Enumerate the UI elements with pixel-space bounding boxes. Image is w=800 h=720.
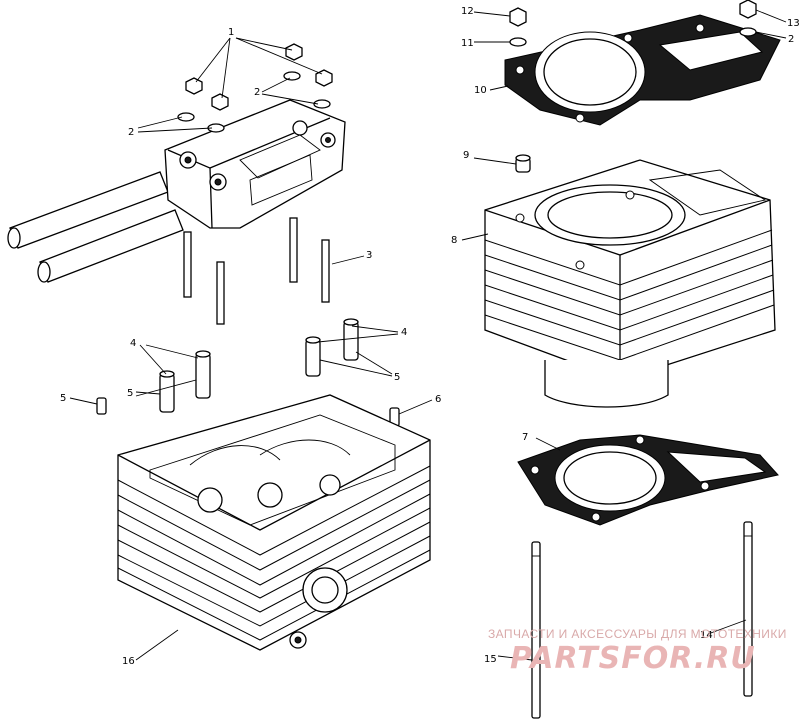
callout-2a: 2 xyxy=(128,127,134,138)
callout-1: 1 xyxy=(228,27,234,38)
watermark-caption: ЗАПЧАСТИ И АКСЕССУАРЫ ДЛЯ МОТОТЕХНИКИ xyxy=(488,627,787,641)
cylinder-head xyxy=(117,394,431,651)
callout-16: 16 xyxy=(122,656,135,667)
nuts-and-washers-rocker xyxy=(177,43,333,133)
callout-5a: 5 xyxy=(127,388,133,399)
callout-labels: 1 2 2 2 3 4 4 5 5 5 6 7 8 9 10 11 12 13 … xyxy=(60,6,800,667)
callout-2c: 2 xyxy=(788,34,794,45)
callout-2b: 2 xyxy=(254,87,260,98)
watermark-logo: PARTSFOR.RU xyxy=(510,641,756,676)
callout-3: 3 xyxy=(366,250,372,261)
dowel-pins xyxy=(96,397,400,427)
callout-4b: 4 xyxy=(401,327,407,338)
callout-15: 15 xyxy=(484,654,497,665)
callout-11: 11 xyxy=(461,38,474,49)
leader-lines xyxy=(69,9,787,661)
callout-5b: 5 xyxy=(394,372,400,383)
rocker-shafts xyxy=(7,171,184,283)
callout-10: 10 xyxy=(474,85,487,96)
cylinder-block xyxy=(484,159,776,408)
long-studs xyxy=(531,521,753,719)
callout-13: 13 xyxy=(787,18,800,29)
callout-6: 6 xyxy=(435,394,441,405)
base-gasket xyxy=(517,434,779,526)
callout-9: 9 xyxy=(463,150,469,161)
callout-12: 12 xyxy=(461,6,474,17)
studs xyxy=(183,217,330,325)
callout-4a: 4 xyxy=(130,338,136,349)
rocker-housing xyxy=(164,99,346,229)
head-gasket xyxy=(504,14,781,126)
callout-7: 7 xyxy=(522,432,528,443)
callout-5c: 5 xyxy=(60,393,66,404)
callout-14: 14 xyxy=(700,630,713,641)
watermark: ЗАПЧАСТИ И АКСЕССУАРЫ ДЛЯ МОТОТЕХНИКИ PA… xyxy=(488,627,787,676)
dowel-pin-cylinder xyxy=(515,154,531,173)
callout-8: 8 xyxy=(451,235,457,246)
valve-guides xyxy=(159,318,359,413)
